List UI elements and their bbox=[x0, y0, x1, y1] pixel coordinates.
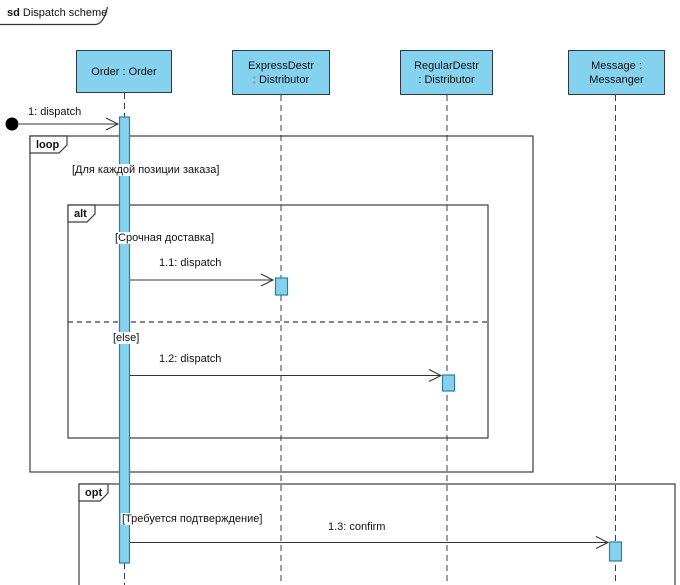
message-1-3-confirm-arrow[interactable] bbox=[130, 536, 610, 549]
lifeline-head-label: ExpressDestr bbox=[247, 59, 315, 72]
alt-operator-pentagon bbox=[67, 204, 96, 223]
found-message-node[interactable] bbox=[5, 117, 19, 131]
lifeline-head-label: Order : Order bbox=[91, 65, 157, 78]
message-1-dispatch-arrow[interactable] bbox=[5, 117, 120, 131]
lifeline-head-order[interactable]: Order : Order bbox=[76, 50, 172, 93]
lifeline-head-express[interactable]: ExpressDestr : Distributor bbox=[232, 50, 330, 95]
lifeline-head-regular[interactable]: RegularDestr : Distributor bbox=[400, 50, 493, 95]
message-1-2-label: 1.2: dispatch bbox=[158, 353, 223, 365]
loop-operator-pentagon bbox=[29, 135, 68, 154]
opt-operator-label: opt bbox=[85, 487, 103, 499]
opt-guard-text: [Требуется подтверждение] bbox=[121, 513, 264, 525]
message-activation-bar[interactable] bbox=[608, 541, 623, 562]
frame-keyword: sd bbox=[7, 7, 20, 19]
lifeline-lines bbox=[124, 93, 616, 585]
opt-operator-pentagon bbox=[78, 483, 109, 502]
lifeline-head-label: Messanger bbox=[589, 73, 644, 86]
message-1-3-label: 1.3: confirm bbox=[327, 521, 387, 533]
alt-guard-urgent-text: [Срочная доставка] bbox=[114, 232, 216, 244]
message-1-label: 1: dispatch bbox=[27, 106, 83, 118]
opt-fragment-frame[interactable] bbox=[78, 483, 676, 585]
alt-guard-else-text: [else] bbox=[112, 332, 141, 344]
lifeline-head-label: : Distributor bbox=[252, 73, 310, 86]
lifeline-head-label: RegularDestr bbox=[414, 59, 479, 72]
lifeline-head-label: : Distributor bbox=[418, 73, 475, 86]
diagram-frame-label: sd Dispatch scheme bbox=[7, 6, 107, 20]
loop-fragment-frame[interactable] bbox=[29, 135, 534, 473]
message-1-2-dispatch-arrow[interactable] bbox=[130, 369, 443, 382]
sd-frame-label-outline bbox=[0, 6, 109, 26]
express-activation-bar[interactable] bbox=[274, 277, 289, 296]
lifeline-head-label: Message : bbox=[591, 59, 642, 72]
message-1-1-dispatch-arrow[interactable] bbox=[130, 273, 275, 287]
lifeline-head-message[interactable]: Message : Messanger bbox=[568, 50, 665, 95]
loop-guard-text: [Для каждой позиции заказа] bbox=[71, 164, 221, 176]
loop-operator-label: loop bbox=[36, 139, 60, 151]
frame-name: Dispatch scheme bbox=[22, 7, 108, 19]
message-1-1-label: 1.1: dispatch bbox=[158, 257, 223, 269]
regular-activation-bar[interactable] bbox=[441, 374, 456, 392]
alt-operator-label: alt bbox=[74, 208, 87, 220]
